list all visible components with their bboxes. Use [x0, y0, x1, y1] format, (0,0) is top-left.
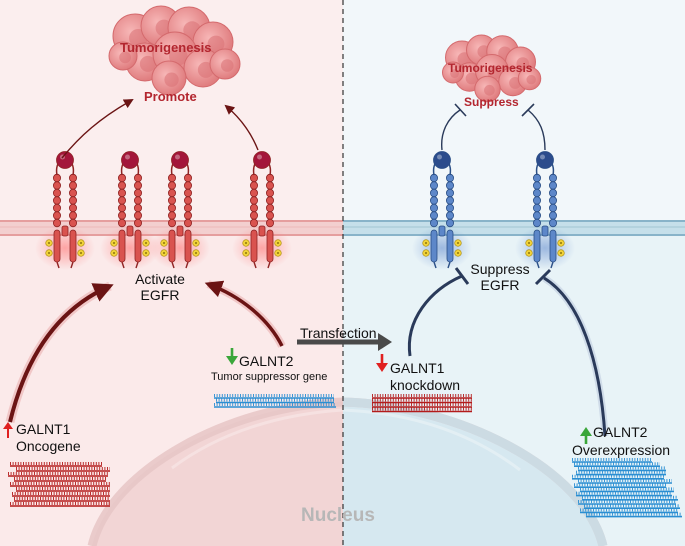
galnt1-suppress-arrow — [407, 274, 463, 357]
suppress-bar-right — [521, 103, 546, 151]
galnt1-oncogene-dna — [8, 462, 110, 507]
egfr-receptor-red-2 — [100, 151, 160, 270]
galnt2-suppressor-dna — [214, 394, 336, 408]
transfection-label: Transfection — [300, 325, 377, 341]
egfr-receptor-blue-1 — [412, 151, 472, 270]
activate-label: Activate — [135, 271, 185, 287]
galnt2-left-name: GALNT2 — [239, 353, 294, 369]
galnt2-right-name: GALNT2 — [593, 424, 648, 440]
egfr-receptor-red-1 — [35, 151, 95, 270]
galnt2-suppress-arrow — [543, 276, 607, 437]
galnt1-right-state: knockdown — [390, 377, 461, 393]
galnt1-activate-arrow — [8, 283, 114, 423]
suppress-egfr-label: Suppress EGFR — [465, 261, 535, 293]
tumor-effect-right: Suppress — [464, 95, 519, 109]
galnt1-down-arrow-icon — [376, 354, 388, 372]
egfr-label-right: EGFR — [480, 277, 520, 294]
tumor-title-left: Tumorigenesis — [120, 40, 212, 55]
tumor-cluster-right — [442, 34, 542, 103]
egfr-label-left: EGFR — [140, 287, 180, 304]
galnt2-activate-arrow — [204, 280, 284, 347]
galnt1-left-name: GALNT1 — [16, 421, 71, 437]
tumor-title-right: Tumorigenesis — [448, 61, 533, 75]
egfr-receptor-blue-2 — [515, 151, 575, 270]
egfr-receptor-red-3 — [150, 151, 210, 270]
galnt2-left-role: Tumor suppressor gene — [211, 371, 328, 383]
tumor-effect-left: Promote — [144, 89, 197, 104]
galnt1-up-arrow-icon — [3, 422, 13, 438]
tumor-cluster-left — [108, 5, 241, 96]
galnt2-up-arrow-icon — [580, 427, 592, 444]
promote-arrow-left — [61, 99, 134, 159]
nucleus-label: Nucleus — [301, 505, 375, 526]
galnt2-down-arrow-icon — [226, 348, 238, 365]
transfection-arrow — [297, 333, 392, 351]
activate-egfr-label: Activate EGFR — [128, 271, 192, 303]
galnt1-knockdown-dna — [372, 394, 472, 413]
galnt2-right-state: Overexpression — [572, 442, 671, 458]
suppress-bar-left — [441, 103, 467, 151]
galnt2-overexpression-dna — [572, 458, 682, 518]
promote-arrow-right — [224, 104, 259, 151]
galnt1-left-role: Oncogene — [16, 438, 81, 454]
suppress-label: Suppress — [470, 261, 530, 277]
cell-membrane-right — [343, 220, 685, 236]
galnt1-right-name: GALNT1 — [390, 360, 445, 376]
egfr-receptor-red-4 — [232, 151, 292, 270]
